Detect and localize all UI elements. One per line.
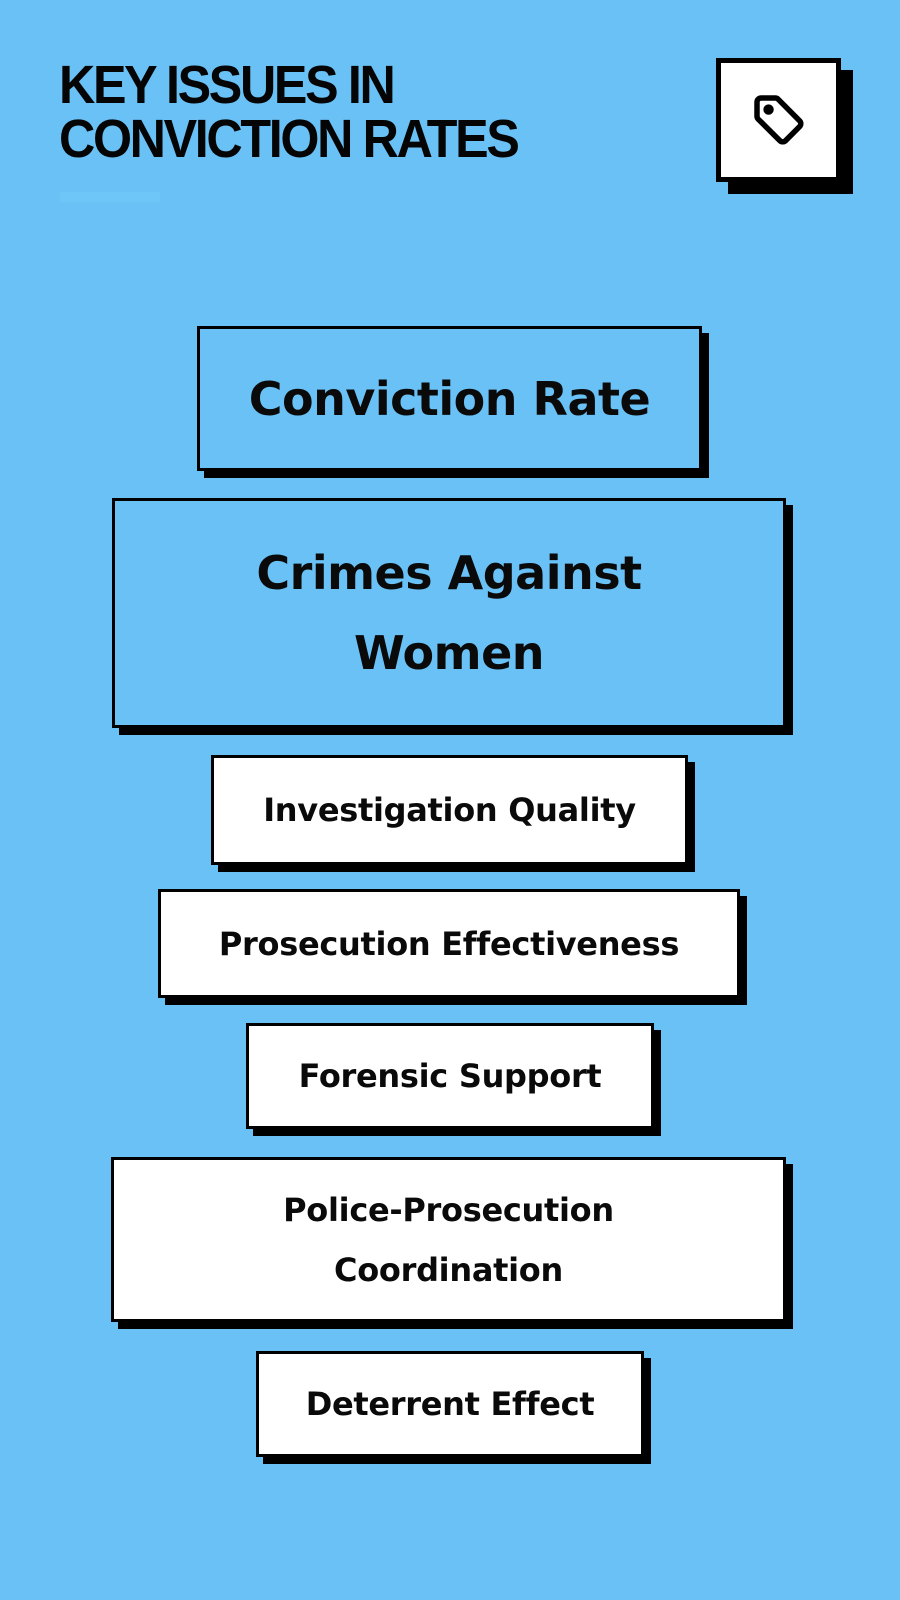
tag-icon-badge <box>716 58 841 182</box>
issue-box-forensic-support: Forensic Support <box>246 1023 654 1129</box>
issue-box-prosecution-effectiveness: Prosecution Effectiveness <box>158 889 740 998</box>
tag-icon <box>753 95 804 145</box>
issue-label: Police-Prosecution Coordination <box>283 1190 614 1289</box>
issue-box-conviction-rate: Conviction Rate <box>197 326 702 471</box>
title-line-1: KEY ISSUES IN <box>59 55 396 115</box>
issue-label: Conviction Rate <box>248 371 651 426</box>
issue-box-police-prosecution-coordination: Police-Prosecution Coordination <box>111 1157 786 1322</box>
issue-label: Crimes Against Women <box>256 546 642 680</box>
issue-label: Deterrent Effect <box>305 1385 595 1423</box>
issue-box-crimes-against-women: Crimes Against Women <box>112 498 786 728</box>
issue-box-investigation-quality: Investigation Quality <box>211 755 688 865</box>
title-line-2: CONVICTION RATES <box>59 109 520 169</box>
issue-label: Forensic Support <box>298 1057 602 1095</box>
issue-label: Prosecution Effectiveness <box>218 924 680 963</box>
issue-box-deterrent-effect: Deterrent Effect <box>256 1351 644 1457</box>
issue-label: Investigation Quality <box>263 791 636 829</box>
page-title: KEY ISSUES IN CONVICTION RATES <box>59 55 520 169</box>
title-accent-bar <box>60 192 160 202</box>
